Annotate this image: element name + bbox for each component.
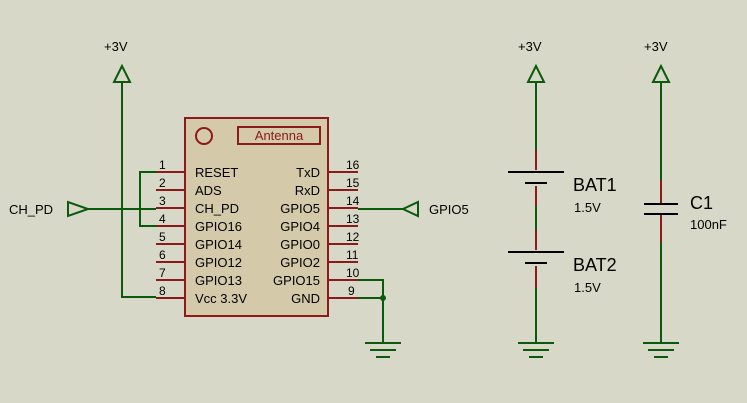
pin-number: 8	[159, 284, 166, 298]
bat1-value: 1.5V	[574, 200, 601, 215]
antenna-label: Antenna	[255, 128, 304, 143]
pin-name: CH_PD	[195, 201, 239, 216]
pin-name: GND	[291, 291, 320, 306]
bat2-ref: BAT2	[573, 255, 617, 275]
bat1-ref: BAT1	[573, 175, 617, 195]
terminal-ch-pd: CH_PD	[9, 200, 92, 218]
pin-number: 1	[159, 158, 166, 172]
pin-name: GPIO4	[280, 219, 320, 234]
power-label: +3V	[644, 39, 668, 54]
pin-name: RESET	[195, 165, 238, 180]
terminal-label: GPIO5	[429, 202, 469, 217]
pin-number: 13	[346, 212, 360, 226]
pin-number: 12	[346, 230, 360, 244]
pin-name: GPIO15	[273, 273, 320, 288]
pin-name: GPIO13	[195, 273, 242, 288]
pin-name: GPIO2	[280, 255, 320, 270]
ground-symbol-chip	[365, 342, 401, 358]
pin-number: 16	[346, 158, 360, 172]
pin-number: 14	[346, 194, 360, 208]
capacitor-c1: C1 100nF	[644, 180, 727, 242]
c1-ref: C1	[690, 193, 713, 213]
pin-number: 6	[159, 248, 166, 262]
pin-number: 2	[159, 176, 166, 190]
pin-name: Vcc 3.3V	[195, 291, 247, 306]
battery-bat1: BAT1 1.5V	[508, 150, 617, 215]
power-symbol-chip: +3V	[104, 39, 132, 83]
ground-symbol-battery	[518, 342, 554, 358]
power-symbol-capacitor: +3V	[644, 39, 671, 83]
pin-name: GPIO14	[195, 237, 242, 252]
terminal-label: CH_PD	[9, 202, 53, 217]
pin-number: 15	[346, 176, 360, 190]
pin-name: RxD	[295, 183, 320, 198]
pin-number: 3	[159, 194, 166, 208]
power-symbol-battery: +3V	[518, 39, 546, 83]
pin-number: 7	[159, 266, 166, 280]
wire-vcc	[121, 82, 156, 298]
antenna-box	[237, 126, 321, 145]
pin-name: GPIO5	[280, 201, 320, 216]
power-label: +3V	[518, 39, 542, 54]
pin-name: GPIO12	[195, 255, 242, 270]
pin-number: 11	[346, 248, 359, 262]
pin-name: GPIO0	[280, 237, 320, 252]
pin-name: ADS	[195, 183, 222, 198]
wire-ch-pd-loop	[139, 171, 156, 227]
pin-name: TxD	[296, 165, 320, 180]
pin-number: 10	[346, 266, 360, 280]
antenna-circle-icon	[195, 127, 213, 145]
junction-dot	[380, 295, 386, 301]
bat2-value: 1.5V	[574, 280, 601, 295]
esp-module: Antenna 1 2 3 4 5 6 7 8 RESET	[156, 117, 360, 317]
c1-value: 100nF	[690, 217, 727, 232]
terminal-gpio5: GPIO5	[400, 200, 469, 218]
pin-number: 5	[159, 230, 166, 244]
pin-number: 9	[348, 284, 355, 298]
pin-name: GPIO16	[195, 219, 242, 234]
pin-leads	[156, 171, 358, 299]
chip-body	[184, 117, 329, 317]
pin-number: 4	[159, 212, 166, 226]
wire-gnd	[358, 279, 384, 343]
ground-symbol-capacitor	[643, 342, 679, 358]
battery-bat2: BAT2 1.5V	[508, 230, 617, 295]
power-label: +3V	[104, 39, 128, 54]
